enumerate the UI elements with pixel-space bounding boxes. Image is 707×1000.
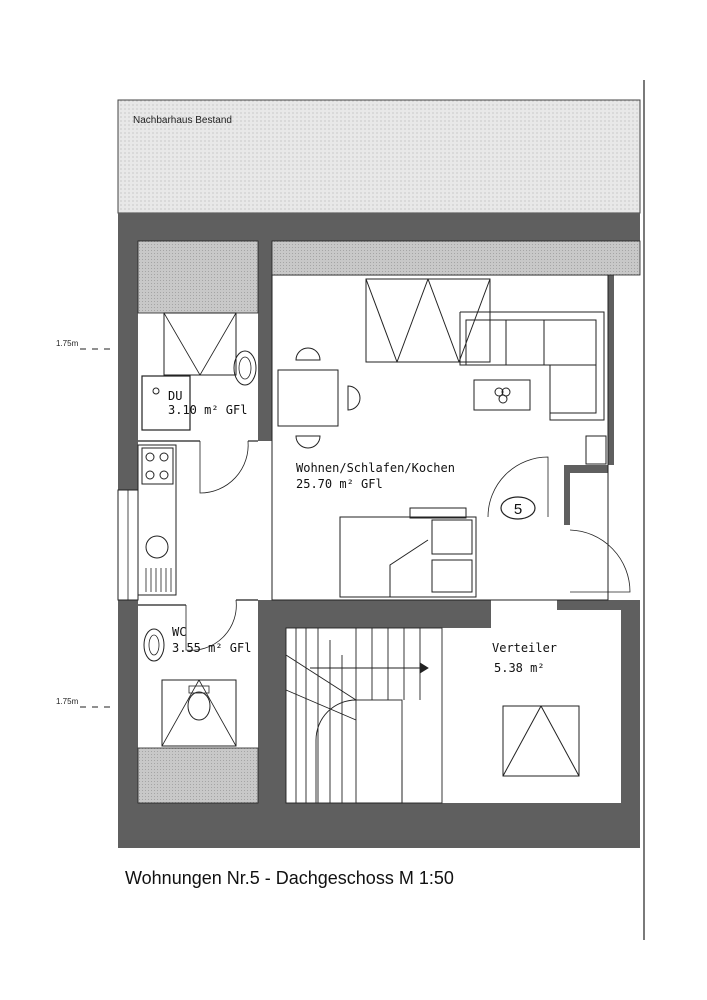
- wardrobe: [365, 278, 491, 363]
- shower-low-zone: [137, 240, 259, 314]
- room-area-wc: 3.55 m² GFl: [172, 641, 251, 655]
- room-name-hall: Verteiler: [492, 641, 557, 655]
- staircase: [285, 627, 443, 804]
- neighbor-label: Nachbarhaus Bestand: [133, 115, 232, 126]
- apartment-number: 5: [514, 501, 522, 518]
- plan-caption: Wohnungen Nr.5 - Dachgeschoss M 1:50: [125, 868, 454, 888]
- room-area-shower: 3.10 m² GFl: [168, 403, 247, 417]
- wc-door-swing: [185, 599, 237, 651]
- room-area-hall: 5.38 m²: [494, 661, 545, 675]
- walls: [118, 213, 640, 848]
- skylight: [502, 705, 580, 777]
- height-mark-upper: 1.75m: [56, 339, 79, 348]
- shower-cabinet: [163, 312, 237, 376]
- wc-cabinet: [161, 679, 237, 747]
- apartment-number-badge: [500, 496, 536, 520]
- hall-door-swing: [569, 529, 631, 593]
- shower-door-swing: [199, 440, 249, 494]
- coffee-table: [473, 379, 531, 411]
- toilet-icon: [187, 691, 211, 721]
- neighbor-building: [117, 99, 641, 214]
- wc-low-zone: [137, 747, 259, 804]
- room-name-wc: WC: [172, 625, 186, 639]
- sofa: [459, 311, 605, 421]
- wc-sink-icon: [143, 628, 165, 662]
- shower-drain-icon: [152, 387, 160, 395]
- kitchen-counter: [137, 444, 177, 596]
- room-name-shower: DU: [168, 389, 182, 403]
- height-mark-lower: 1.75m: [56, 697, 79, 706]
- dining-set: [277, 347, 361, 449]
- shower-sink-icon: [233, 350, 257, 386]
- roof-strip: [271, 240, 641, 276]
- room-area-living: 25.70 m² GFl: [296, 477, 383, 491]
- stove-icon: [141, 447, 174, 485]
- main-room-outline: [271, 274, 609, 601]
- shower-tray: [141, 375, 191, 431]
- bed: [339, 507, 477, 598]
- kitchen-sink-icon: [145, 535, 169, 559]
- entrance-door-swing: [487, 456, 549, 518]
- small-cabinet: [585, 435, 607, 465]
- room-name-living: Wohnen/Schlafen/Kochen: [296, 461, 455, 475]
- drain-board: [145, 568, 172, 592]
